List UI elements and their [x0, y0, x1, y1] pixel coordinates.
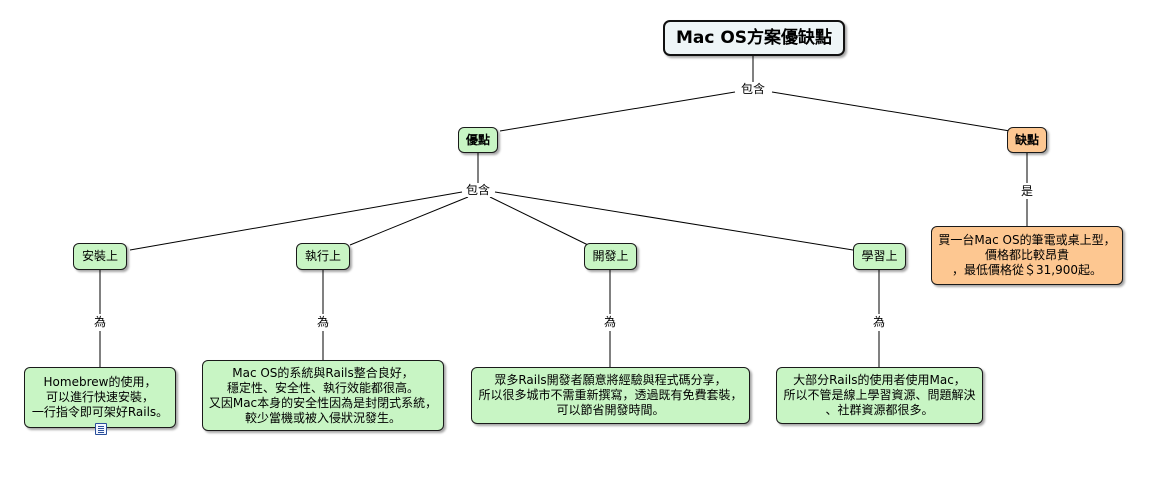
detail-learn-text: 大部分Rails的使用者使用Mac， 所以不管是線上學習資源、問題解決 、社群資…	[783, 373, 976, 417]
run-link-label: 為	[314, 315, 332, 329]
root-link-label: 包含	[738, 82, 768, 96]
detail-run[interactable]: Mac OS的系統與Rails整合良好， 穩定性、安全性、執行效能都很高。 又因…	[202, 360, 444, 431]
link-label-cons	[771, 91, 1011, 132]
link-label-dev	[489, 196, 589, 246]
detail-dev-text: 眾多Rails開發者願意將經驗與程式碼分享， 所以很多城市不需重新撰寫，透過既有…	[478, 373, 743, 417]
category-run-title: 執行上	[304, 249, 341, 263]
note-icon[interactable]	[95, 423, 107, 435]
cons-title: 缺點	[1014, 132, 1039, 147]
link-label-run	[349, 196, 469, 246]
category-install-title: 安裝上	[81, 249, 118, 263]
link-label-pros	[499, 91, 736, 132]
category-dev-title: 開發上	[592, 249, 629, 263]
pros-title: 優點	[465, 132, 490, 147]
root-concept[interactable]: Mac OS方案優缺點	[663, 20, 845, 56]
pros-concept[interactable]: 優點	[458, 127, 498, 153]
learn-link-label: 為	[870, 315, 888, 329]
pros-link-label: 包含	[463, 183, 493, 197]
detail-run-text: Mac OS的系統與Rails整合良好， 穩定性、安全性、執行效能都很高。 又因…	[208, 365, 438, 425]
detail-learn[interactable]: 大部分Rails的使用者使用Mac， 所以不管是線上學習資源、問題解決 、社群資…	[776, 367, 983, 424]
cons-concept[interactable]: 缺點	[1007, 127, 1047, 153]
detail-cons-text: 買一台Mac OS的筆電或桌上型， 價格都比較昂貴 ，最低價格從＄31,900起…	[938, 233, 1116, 277]
category-dev[interactable]: 開發上	[584, 243, 637, 270]
link-label-learn	[494, 191, 854, 251]
detail-install-text: Homebrew的使用， 可以進行快速安裝， 一行指令即可架好Rails。	[31, 375, 169, 419]
category-learn-title: 學習上	[861, 249, 898, 263]
link-label-install	[129, 191, 463, 251]
category-install[interactable]: 安裝上	[73, 243, 127, 270]
dev-link-label: 為	[601, 315, 619, 329]
cons-link-label: 是	[1018, 184, 1036, 198]
detail-dev[interactable]: 眾多Rails開發者願意將經驗與程式碼分享， 所以很多城市不需重新撰寫，透過既有…	[471, 367, 750, 424]
detail-cons[interactable]: 買一台Mac OS的筆電或桌上型， 價格都比較昂貴 ，最低價格從＄31,900起…	[931, 226, 1123, 285]
root-title: Mac OS方案優缺點	[675, 27, 833, 48]
category-learn[interactable]: 學習上	[853, 243, 906, 270]
detail-install[interactable]: Homebrew的使用， 可以進行快速安裝， 一行指令即可架好Rails。	[24, 367, 176, 428]
install-link-label: 為	[91, 315, 109, 329]
category-run[interactable]: 執行上	[296, 243, 350, 270]
